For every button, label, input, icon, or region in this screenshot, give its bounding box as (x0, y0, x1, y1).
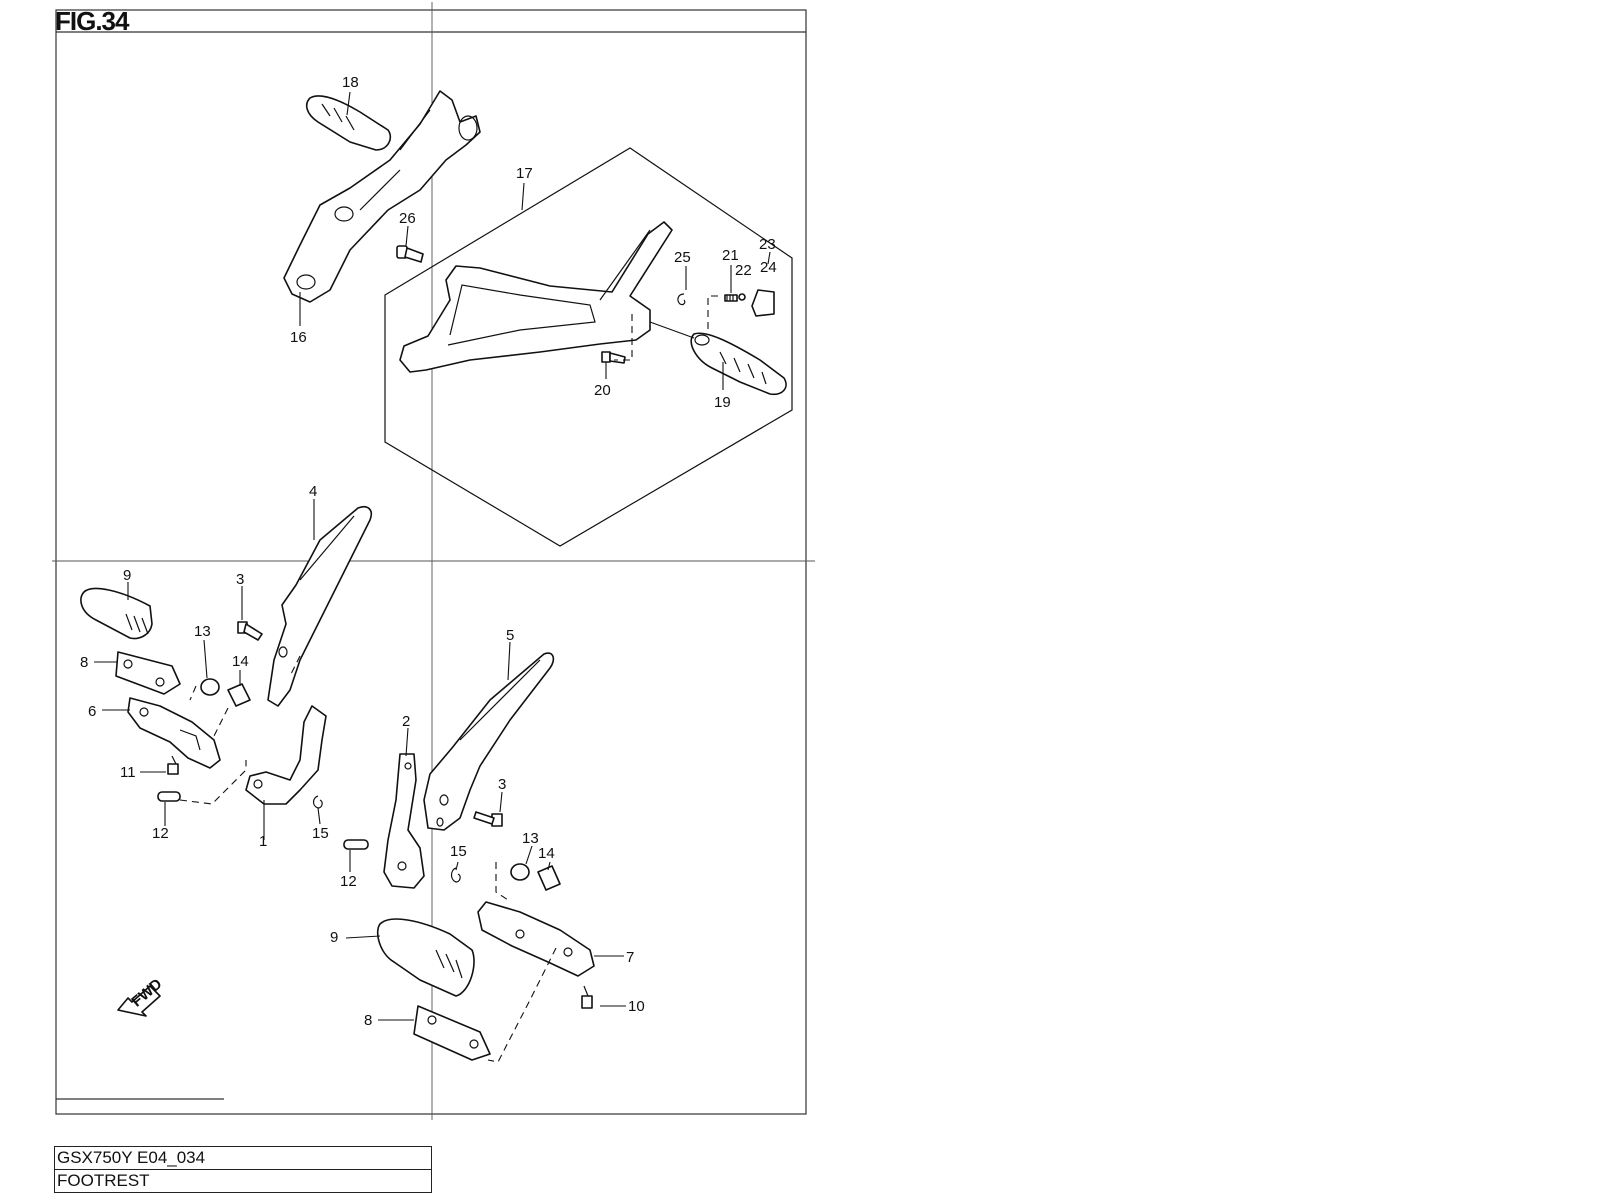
callout-21: 21 (722, 247, 739, 264)
clip-15-right (450, 867, 461, 883)
heel-guard-5 (423, 652, 555, 831)
callout-7: 7 (626, 949, 634, 966)
clip-25 (677, 293, 686, 306)
callout-9-right: 9 (330, 929, 338, 946)
callout-4: 4 (309, 483, 317, 500)
callout-16: 16 (290, 329, 307, 346)
plate-8-right (413, 1005, 491, 1061)
spring-21 (724, 294, 738, 302)
rear-bracket-16 (283, 90, 481, 303)
plate-8-left (115, 651, 181, 695)
bolt-10-right (581, 985, 593, 1009)
rear-peg-18 (305, 95, 392, 151)
ball-22 (738, 293, 746, 301)
callout-labels: 18 17 26 25 21 23 22 24 16 20 19 4 9 3 1… (80, 74, 777, 1029)
callout-20: 20 (594, 382, 611, 399)
callout-23: 23 (759, 236, 776, 253)
callout-13-right: 13 (522, 830, 539, 847)
callout-14-left: 14 (232, 653, 249, 670)
plate-24 (751, 289, 775, 317)
collar-13-left (200, 678, 220, 696)
clip-15-left (312, 795, 323, 809)
pin-12-right (343, 839, 369, 850)
callout-13-left: 13 (194, 623, 211, 640)
callout-17: 17 (516, 165, 533, 182)
callout-14-right: 14 (538, 845, 555, 862)
callout-18: 18 (342, 74, 359, 91)
callout-12-right: 12 (340, 873, 357, 890)
assembly-lines (179, 295, 718, 1063)
callout-24: 24 (760, 259, 777, 276)
bolt-20 (601, 351, 626, 364)
peg-rubber-9-right (376, 918, 475, 997)
callout-25: 25 (674, 249, 691, 266)
bracket-2 (383, 753, 425, 889)
heel-guard-4 (267, 505, 373, 707)
figure-title: FIG.34 (55, 6, 129, 36)
callout-6: 6 (88, 703, 96, 720)
callout-8-left: 8 (80, 654, 88, 671)
peg-bracket-6 (127, 697, 221, 769)
callout-11: 11 (120, 764, 136, 781)
diagram-frame (55, 9, 807, 1115)
bolt-3-left (237, 621, 263, 641)
callout-10: 10 (628, 998, 645, 1015)
peg-19 (649, 321, 787, 396)
pin-12-left (157, 791, 181, 802)
collar-13-right (510, 863, 530, 881)
callout-5: 5 (506, 627, 514, 644)
bracket-1 (245, 705, 327, 805)
callout-3-left: 3 (236, 571, 244, 588)
callout-3-right: 3 (498, 776, 506, 793)
forward-arrow-icon (117, 985, 161, 1017)
callout-12-left: 12 (152, 825, 169, 842)
callout-19: 19 (714, 394, 731, 411)
leader-lines (94, 91, 771, 1021)
info-table: GSX750Y E04_034 FOOTREST (54, 1146, 432, 1193)
bolt-26 (396, 245, 424, 263)
bolt-11-left (167, 755, 179, 775)
kit-boundary (384, 147, 793, 547)
peg-bracket-7 (477, 901, 595, 977)
callout-15-left: 15 (312, 825, 329, 842)
callout-8-right: 8 (364, 1012, 372, 1029)
callout-26: 26 (399, 210, 416, 227)
callout-15-right: 15 (450, 843, 467, 860)
bushing-14-left (227, 683, 251, 707)
callout-22: 22 (735, 262, 752, 279)
peg-rubber-9-left (80, 587, 153, 640)
bolt-3-right (473, 811, 503, 827)
rear-set-bracket-17 (399, 221, 673, 373)
callout-1: 1 (259, 833, 267, 850)
callout-2: 2 (402, 713, 410, 730)
callout-9-left: 9 (123, 567, 131, 584)
model-code: GSX750Y E04_034 (54, 1146, 432, 1170)
bushing-14-right (537, 865, 561, 891)
section-name: FOOTREST (54, 1169, 432, 1193)
